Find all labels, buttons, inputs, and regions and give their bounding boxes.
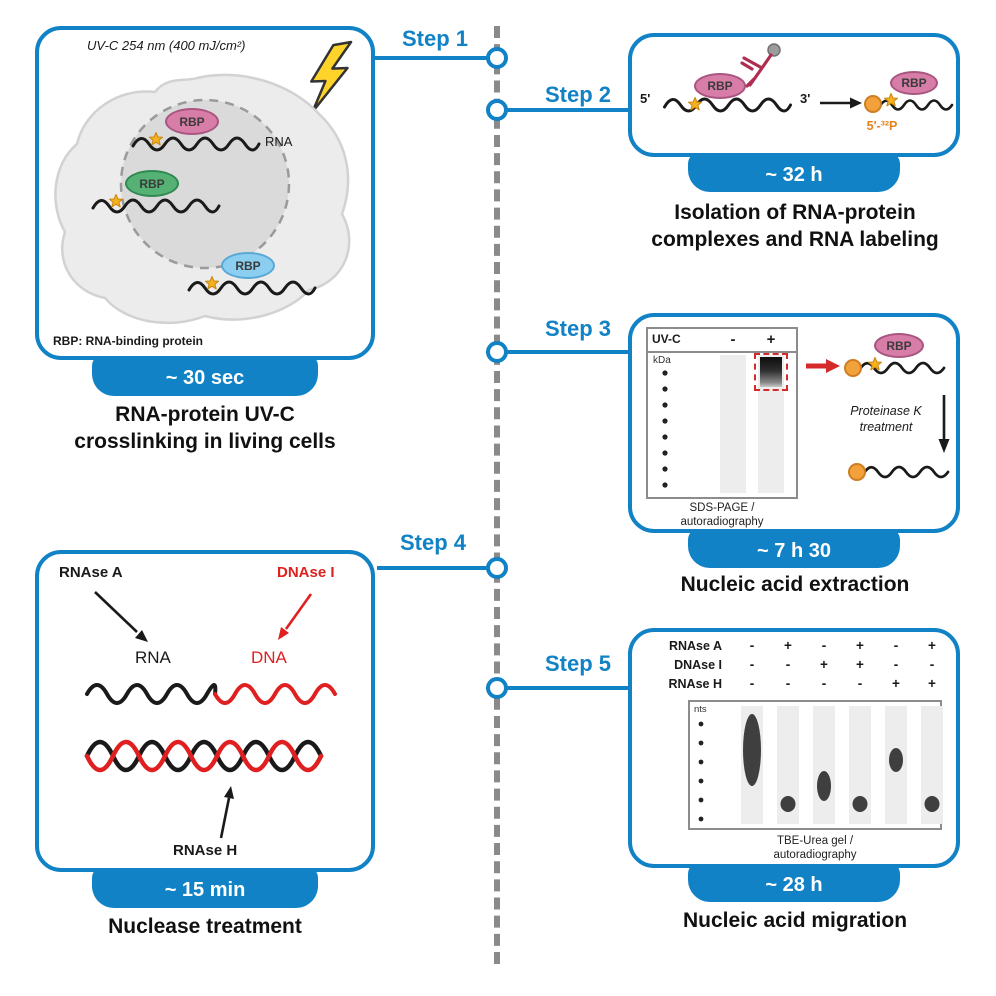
step-2-connector [497,108,628,112]
step-5-caption: Nucleic acid migration [682,909,908,932]
rbp-pink-pill: RBP [165,108,219,135]
radiolabel-dot-icon [844,359,862,377]
rbp-green-pill: RBP [125,170,179,197]
matrix-row: RNAse H - - - - + + [668,676,936,691]
panel-isolation: 5' RBP 3' RBP 5'-³²P [628,33,960,157]
panel-nuclease: RNAse A DNAse I RNA DNA RNAse H [35,550,375,872]
three-prime-label: 3' [800,91,811,106]
dna-label: DNA [251,648,287,667]
gel-lane [849,706,871,824]
rbp-labeled-pill: RBP [890,71,938,95]
rnase-a-label: RNAse A [59,564,123,581]
step-4-caption: Nuclease treatment [108,915,302,938]
gel-method-caption: SDS-PAGE / autoradiography [680,502,764,529]
crosslink-star-icon [205,276,219,290]
dnase-i-label: DNAse I [277,564,335,581]
rna-dna-duplex-helix [84,739,324,773]
radiolabel-text: 5'-³²P [866,119,898,133]
step-3-connector [497,350,628,354]
gel-header-divider [648,351,796,353]
proteinase-label: Proteinase K treatment [850,404,922,435]
rna-text-label: RNA [265,134,293,149]
step-3-duration-tab: ~ 7 h 30 [688,528,900,568]
lane-minus-label: - [730,331,736,348]
rnase-h-label: RNAse H [173,842,238,859]
ladder-dots [698,721,704,822]
step-2-duration-tab: ~ 32 h [688,152,900,192]
kda-label: kDa [653,355,671,366]
gel-method-caption: TBE-Urea gel / autoradiography [773,835,857,862]
step-1-caption: RNA-protein UV-C crosslinking in living … [74,403,336,453]
step-1-connector [375,56,497,60]
step-2-caption: Isolation of RNA-protein complexes and R… [651,201,939,251]
crosslink-star-icon [688,97,702,111]
lightning-bolt-icon [310,40,353,113]
step-5-duration-tab: ~ 28 h [688,862,900,902]
radioactive-band [760,357,782,387]
step-3-caption: Nucleic acid extraction [680,573,910,596]
rna-strand-icon [131,136,261,152]
treatment-matrix: RNAse A - + - + - + DNAse I - - + + - - … [642,636,950,693]
rbp-footnote: RBP: RNA-binding protein [53,334,203,348]
gel-lane-minus [720,355,746,493]
arrow-diagonal-red-icon [278,593,313,640]
crosslink-star-icon [149,132,163,146]
rbp-pill: RBP [874,333,924,358]
uv-condition-label: UV-C 254 nm (400 mJ/cm²) [87,38,246,53]
step-5-label: Step 5 [545,651,612,676]
band-highlight-box [754,353,788,391]
gel-bands [743,714,940,812]
crosslink-star-icon [868,357,882,371]
cell-illustration [54,73,351,325]
five-prime-label: 5' [640,91,651,106]
arrow-right-red-icon [806,359,840,373]
gel-lane [777,706,799,824]
sds-page-gel: UV-C - + kDa [646,327,798,499]
lane-plus-label: + [766,331,776,348]
step-5-node [486,677,508,699]
step-4-node [486,557,508,579]
step-1-label: Step 1 [402,26,469,51]
step-5-connector [497,686,628,690]
rna-label: RNA [135,648,171,667]
step-2-node [486,99,508,121]
crosslink-star-icon [109,194,123,208]
panel-extraction: UV-C - + kDa SDS-PAGE / autoradiography [628,313,960,533]
nts-label: nts [694,704,707,715]
panel-migration: RNAse A - + - + - + DNAse I - - + + - - … [628,628,960,868]
step-1-duration-tab: ~ 30 sec [92,354,318,396]
step-3-node [486,341,508,363]
arrow-diagonal-black-icon [94,591,148,642]
step-4-duration-tab: ~ 15 min [92,866,318,908]
arrow-down-icon [938,395,950,453]
rna-strand-icon [663,97,792,113]
ladder-dots [662,370,668,488]
step-4-label: Step 4 [400,530,467,555]
rna-strand-icon [187,280,317,296]
rna-strand-icon [91,198,221,214]
timeline-dashed-line [494,26,500,964]
antibody-icon [740,43,781,88]
rna-strand-icon [878,99,954,111]
rbp-blue-pill: RBP [221,252,275,279]
gel-lane [921,706,943,824]
step-4-connector [377,566,497,570]
panel-crosslinking: UV-C 254 nm (400 mJ/cm²) RBP RNA RBP [35,26,375,360]
step-1-node [486,47,508,69]
nucleus [119,98,291,270]
arrow-up-icon [219,786,234,839]
gel-uvc-header: UV-C [652,332,681,346]
rna-dna-hybrid-strand [85,683,337,705]
radiolabel-dot-icon [864,95,882,113]
matrix-row: RNAse A - + - + - + [668,638,936,653]
step-3-label: Step 3 [545,316,612,341]
crosslink-star-icon [884,93,898,107]
matrix-row: DNAse I - - + + - - [674,657,935,672]
rbp-pill: RBP [694,73,746,99]
rna-strand-icon [862,465,950,479]
arrow-right-icon [820,97,862,109]
step-2-label: Step 2 [545,82,612,107]
radiolabel-dot-icon [848,463,866,481]
tbe-urea-gel: nts [688,700,943,830]
